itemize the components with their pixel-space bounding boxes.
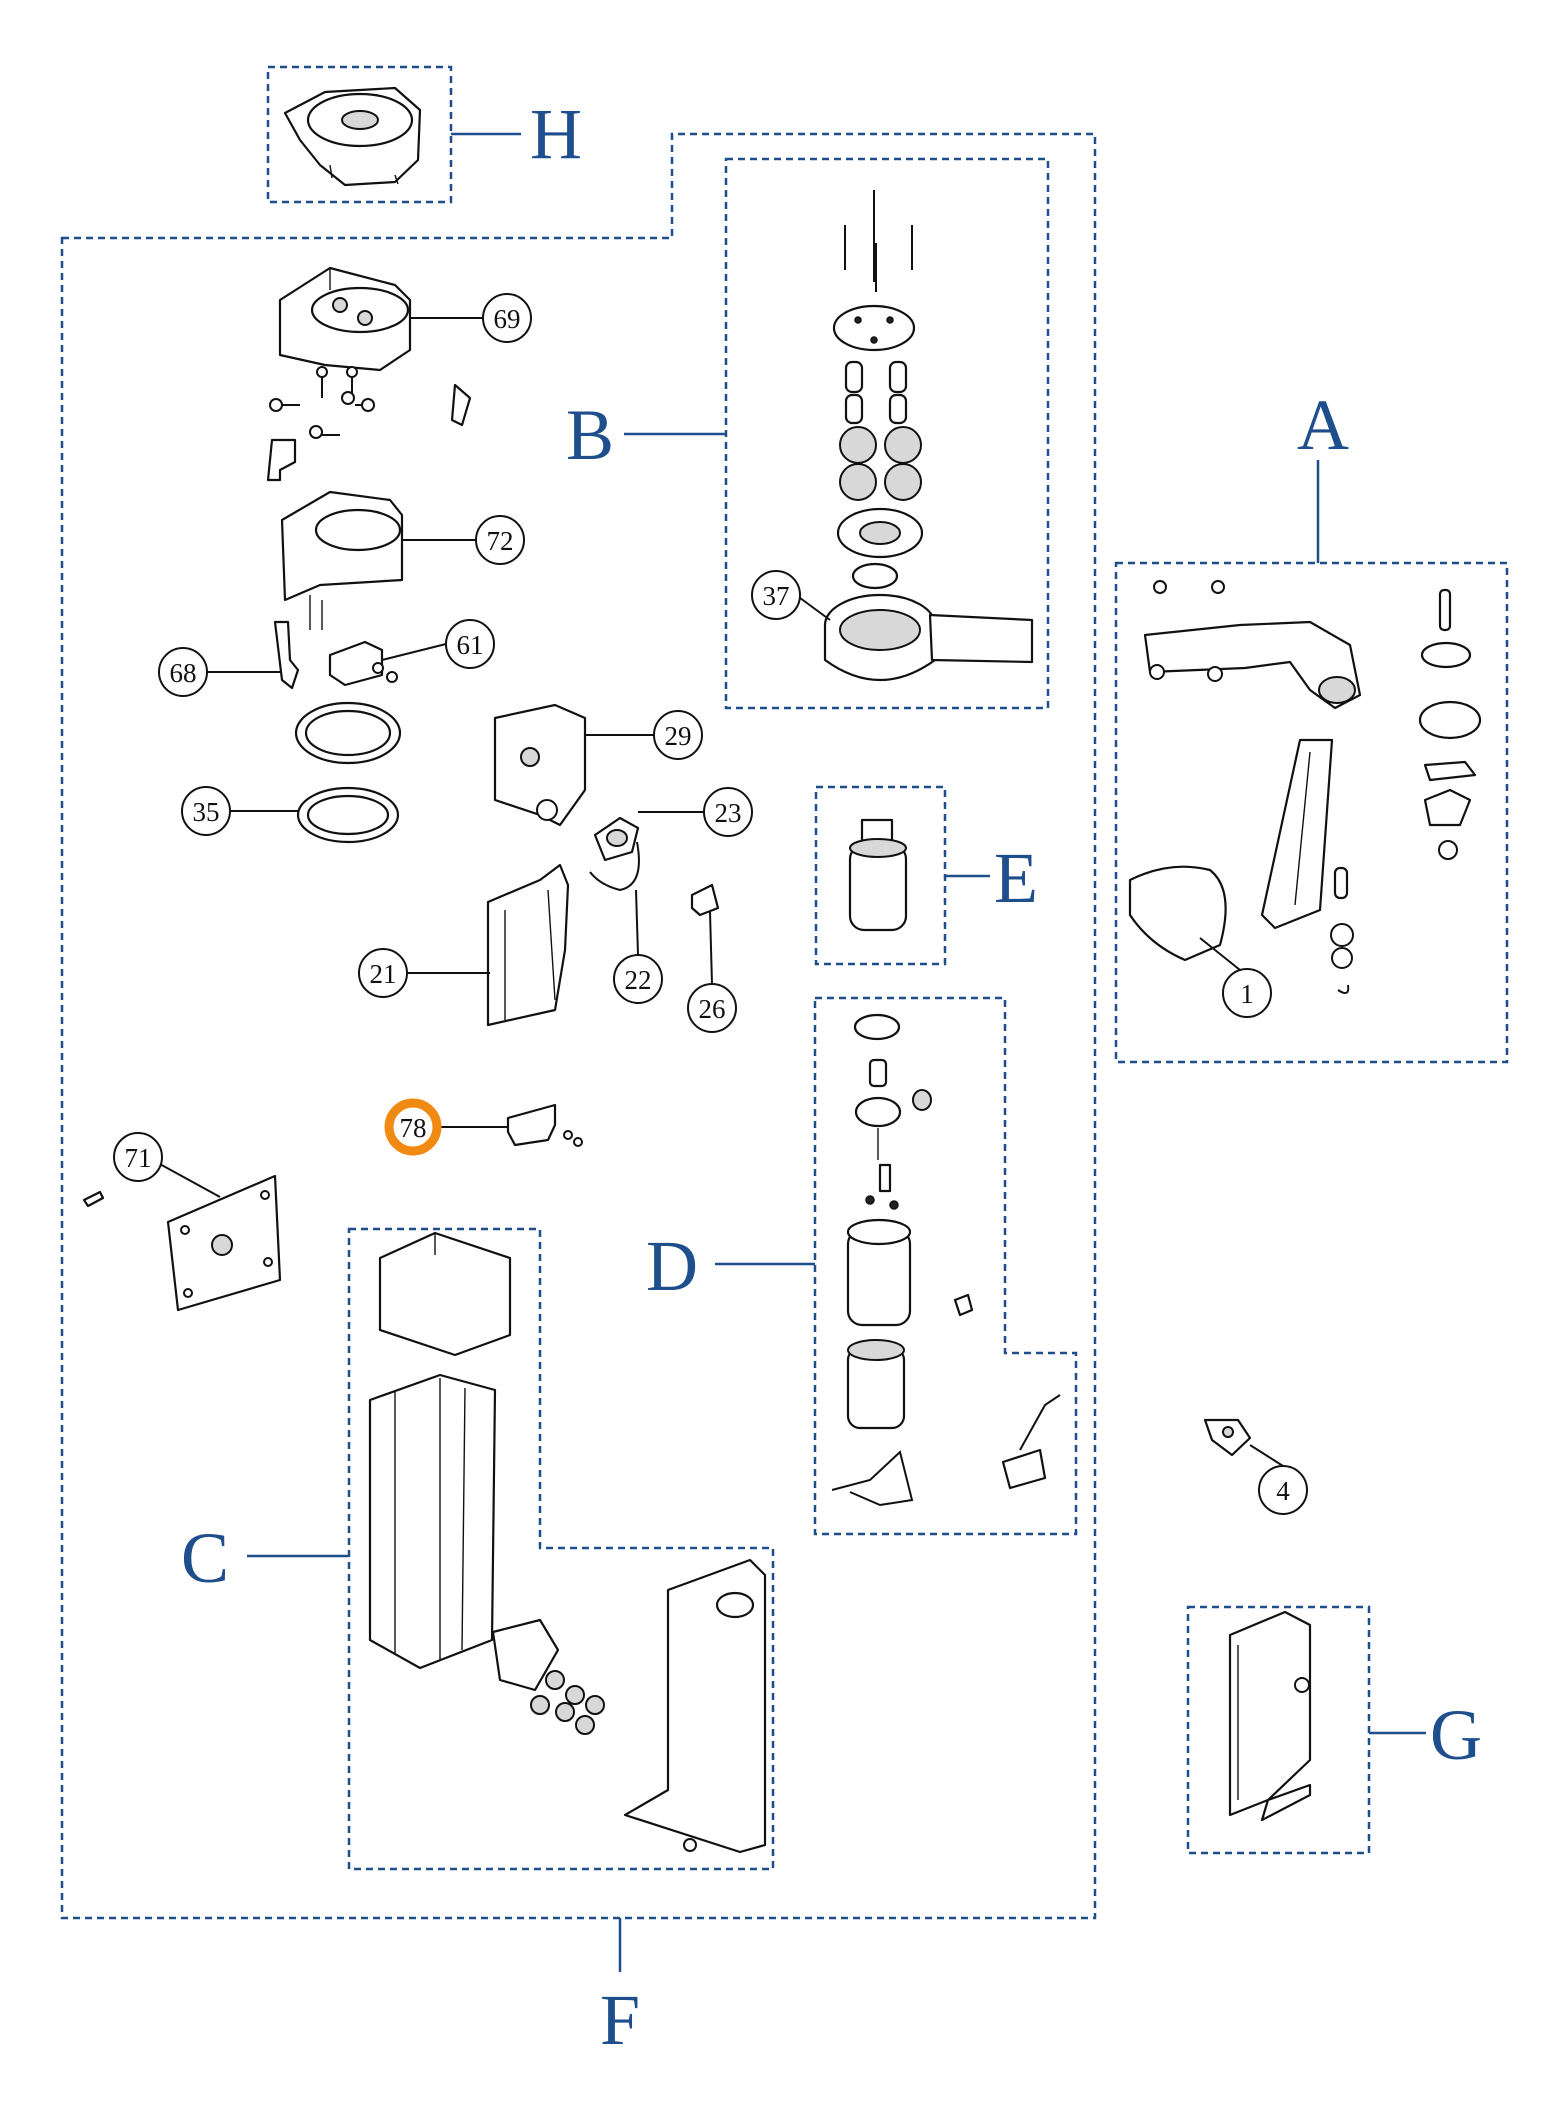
- callout-23[interactable]: 23: [703, 787, 753, 837]
- bracket-78-drawing: [506, 1103, 583, 1147]
- housing-21-drawing: [486, 863, 570, 1027]
- callout-29-label: 29: [665, 721, 692, 751]
- group-g-outline: [1186, 1605, 1371, 1855]
- screws-69-drawing: [269, 366, 472, 439]
- shaft-kit-b-drawing: [832, 190, 924, 590]
- ringgear-37-drawing: [823, 593, 1034, 682]
- group-h-outline: [266, 65, 453, 204]
- callout-69-label: 69: [494, 304, 521, 334]
- part-number-callouts: 69 72 61 68 29 35 23 21 22 26 78 71 37 1…: [113, 293, 1308, 1515]
- callout-4-label: 4: [1276, 1476, 1290, 1506]
- group-letters: H B A E D C G F: [181, 94, 1482, 2060]
- housing-72-drawing: [280, 490, 404, 630]
- callout-78-label: 78: [400, 1113, 427, 1143]
- motor-e-drawing: [848, 818, 908, 932]
- group-label-e: E: [994, 838, 1038, 918]
- callout-21[interactable]: 21: [358, 948, 408, 998]
- group-label-c: C: [181, 1518, 229, 1598]
- callout-71-label: 71: [125, 1143, 152, 1173]
- callout-61-label: 61: [457, 630, 484, 660]
- key-4-drawing: [1203, 1418, 1252, 1457]
- drive-d-drawing: [831, 1013, 1061, 1507]
- cap-23-drawing: [593, 816, 640, 862]
- callout-61[interactable]: 61: [445, 619, 495, 669]
- callout-26[interactable]: 26: [687, 983, 737, 1033]
- group-d-outline: [813, 996, 1078, 1536]
- group-label-g: G: [1430, 1695, 1482, 1775]
- clip-68-drawing: [273, 620, 300, 690]
- group-label-a: A: [1297, 385, 1349, 465]
- group-label-f: F: [600, 1980, 640, 2060]
- callout-37-label: 37: [763, 581, 790, 611]
- callout-35[interactable]: 35: [181, 786, 231, 836]
- callout-22-label: 22: [625, 965, 652, 995]
- housing-29-drawing: [493, 703, 587, 827]
- housing-h-drawing: [283, 86, 422, 187]
- block-26-drawing: [690, 883, 720, 917]
- callout-78-highlighted[interactable]: 78: [384, 1098, 442, 1156]
- control-box-g-drawing: [1228, 1610, 1312, 1822]
- callout-68-label: 68: [170, 658, 197, 688]
- callout-26-label: 26: [699, 994, 726, 1024]
- callout-22[interactable]: 22: [613, 954, 663, 1004]
- group-label-b: B: [566, 395, 614, 475]
- callout-37[interactable]: 37: [751, 570, 801, 620]
- bracket-left-drawing: [266, 438, 297, 482]
- callout-21-label: 21: [370, 959, 397, 989]
- part-leaders: [157, 317, 1284, 1467]
- group-a-outline: [1114, 561, 1509, 1064]
- callout-35-label: 35: [193, 797, 220, 827]
- housing-69-drawing: [278, 266, 412, 372]
- group-leaders: [247, 132, 1426, 1972]
- part-drawings: [82, 86, 1482, 1854]
- group-c-outline: [347, 1227, 775, 1871]
- rings-35-drawing: [294, 701, 402, 844]
- callout-29[interactable]: 29: [653, 710, 703, 760]
- callout-4[interactable]: 4: [1258, 1465, 1308, 1515]
- callout-69[interactable]: 69: [482, 293, 532, 343]
- callout-72-label: 72: [487, 526, 514, 556]
- callout-1[interactable]: 1: [1222, 968, 1272, 1018]
- group-label-h: H: [530, 94, 582, 174]
- clip-22-drawing: [589, 841, 640, 892]
- callout-72[interactable]: 72: [475, 515, 525, 565]
- callout-1-label: 1: [1240, 979, 1254, 1009]
- callout-68[interactable]: 68: [158, 647, 208, 697]
- group-f-outline: [60, 132, 1097, 1920]
- part-61-drawing: [328, 640, 398, 687]
- arm-kit-a-drawing: [1143, 580, 1482, 995]
- cover-1-drawing: [1128, 865, 1227, 962]
- callout-71[interactable]: 71: [113, 1132, 163, 1182]
- column-c-drawing: [368, 1231, 767, 1854]
- plate-71-drawing: [82, 1174, 282, 1312]
- callout-23-label: 23: [715, 798, 742, 828]
- group-label-d: D: [646, 1226, 698, 1306]
